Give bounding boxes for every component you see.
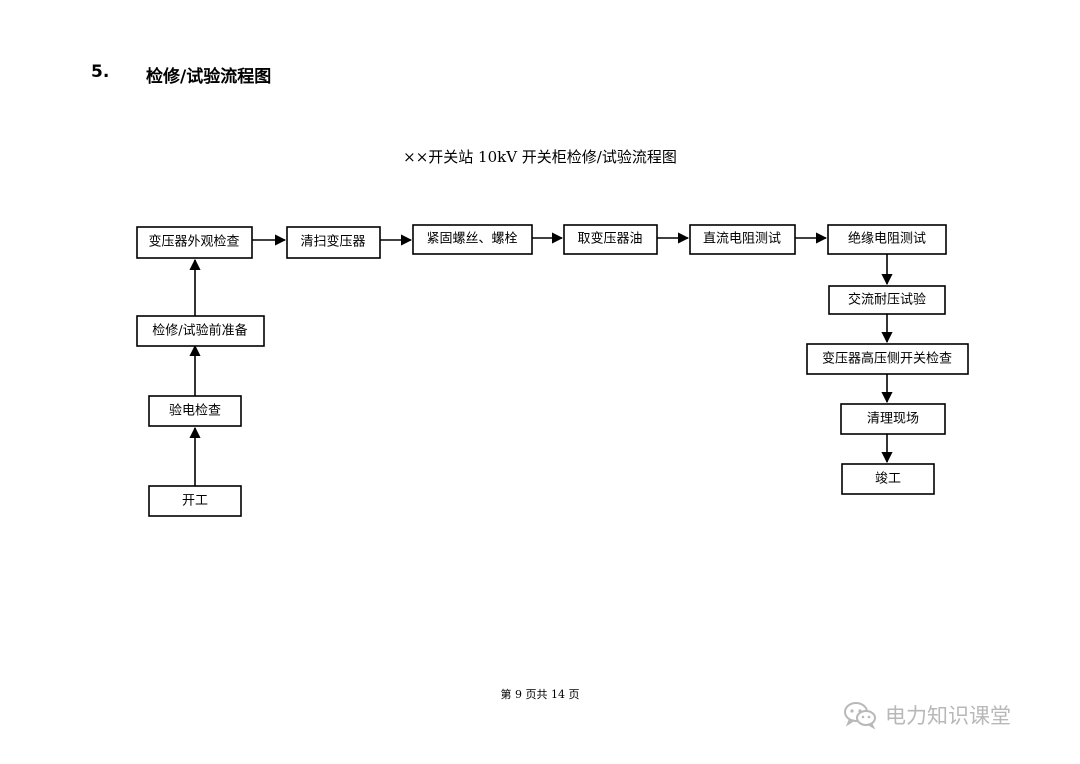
node-preparation: 检修/试验前准备 bbox=[136, 315, 265, 347]
node-label: 变压器外观检查 bbox=[148, 234, 239, 250]
section-title: 检修/试验流程图 bbox=[146, 67, 272, 87]
watermark: 电力知识课堂 bbox=[843, 700, 1011, 730]
node-clean-site: 清理现场 bbox=[840, 403, 946, 435]
watermark-text: 电力知识课堂 bbox=[885, 704, 1011, 728]
node-ac-withstand: 交流耐压试验 bbox=[828, 285, 946, 315]
node-electroscope-check: 验电检查 bbox=[148, 395, 242, 427]
node-label: 绝缘电阻测试 bbox=[848, 231, 926, 247]
section-number: 5. bbox=[91, 62, 110, 82]
node-label: 清扫变压器 bbox=[300, 234, 365, 250]
node-insulation-resistance: 绝缘电阻测试 bbox=[827, 224, 947, 255]
diagram-title: ××开关站 10kV 开关柜检修/试验流程图 bbox=[403, 148, 677, 166]
node-tighten-bolts: 紧固螺丝、螺栓 bbox=[412, 224, 533, 255]
node-hv-switch-check: 变压器高压侧开关检查 bbox=[806, 343, 969, 375]
node-clean-transformer: 清扫变压器 bbox=[286, 226, 381, 259]
node-label: 紧固螺丝、螺栓 bbox=[426, 232, 517, 247]
node-label: 变压器高压侧开关检查 bbox=[822, 351, 952, 367]
node-label: 验电检查 bbox=[169, 403, 221, 419]
node-completion: 竣工 bbox=[841, 463, 935, 495]
node-label: 竣工 bbox=[875, 472, 901, 487]
wechat-icon bbox=[844, 702, 876, 729]
node-dc-resistance: 直流电阻测试 bbox=[689, 224, 796, 255]
node-label: 开工 bbox=[182, 494, 208, 509]
node-label: 检修/试验前准备 bbox=[152, 323, 247, 339]
node-label: 取变压器油 bbox=[577, 231, 642, 247]
node-label: 清理现场 bbox=[867, 412, 919, 427]
page-number: 第 9 页共 14 页 bbox=[500, 688, 580, 701]
node-label: 交流耐压试验 bbox=[848, 292, 926, 308]
node-label: 直流电阻测试 bbox=[703, 232, 781, 247]
node-oil-sample: 取变压器油 bbox=[563, 224, 658, 255]
node-start: 开工 bbox=[148, 485, 242, 517]
node-appearance-check: 变压器外观检查 bbox=[136, 226, 253, 259]
